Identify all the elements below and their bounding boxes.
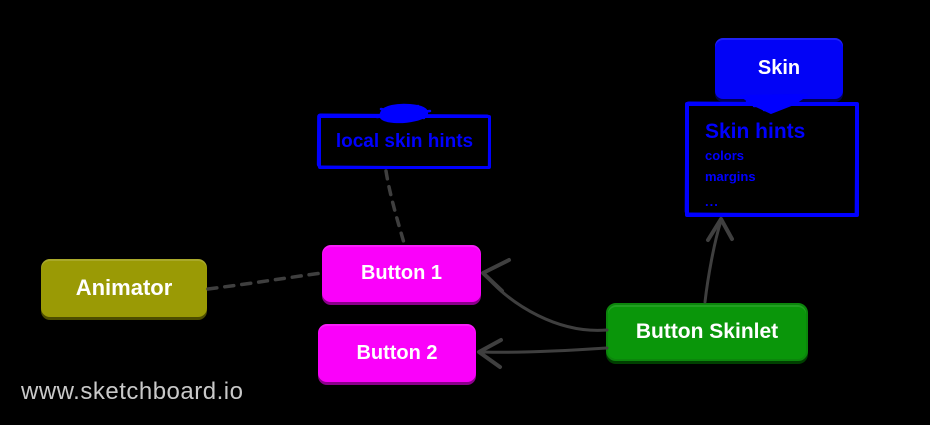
skin-hints-title: Skin hints: [705, 120, 806, 143]
node-button-skinlet[interactable]: Button Skinlet: [606, 303, 808, 361]
node-skin[interactable]: Skin: [715, 38, 843, 99]
node-button2[interactable]: Button 2: [318, 324, 476, 382]
skin-hints-item-margins: margins: [705, 169, 756, 185]
node-local-skin-hints[interactable]: local skin hints: [318, 115, 491, 169]
connector-local-skin-hints-button1[interactable]: [384, 169, 406, 245]
node-skin-hints[interactable]: Skin hints colors margins ...: [685, 102, 859, 217]
arrowhead-icon: [481, 258, 511, 293]
arrowhead-icon: [477, 338, 503, 369]
node-animator[interactable]: Animator: [41, 259, 207, 317]
connector-button-skinlet-button2[interactable]: [477, 338, 609, 369]
skin-hints-item-ellipsis: ...: [705, 193, 719, 209]
button2-label: Button 2: [356, 341, 438, 364]
node-button1[interactable]: Button 1: [322, 245, 481, 302]
animator-label: Animator: [75, 275, 173, 300]
watermark: www.sketchboard.io: [21, 378, 244, 405]
button-skinlet-label: Button Skinlet: [635, 320, 779, 343]
button1-label: Button 1: [360, 262, 443, 284]
connector-animator-button1[interactable]: [206, 271, 324, 291]
local-skin-hints-label: local skin hints: [335, 131, 474, 152]
arrowhead-icon: [706, 217, 734, 242]
skin-hints-item-colors: colors: [705, 148, 745, 164]
connector-button-skinlet-button1[interactable]: [481, 258, 609, 332]
connector-button-skinlet-skin-hints[interactable]: [703, 217, 734, 304]
node-skin-label: Skin: [757, 57, 801, 79]
